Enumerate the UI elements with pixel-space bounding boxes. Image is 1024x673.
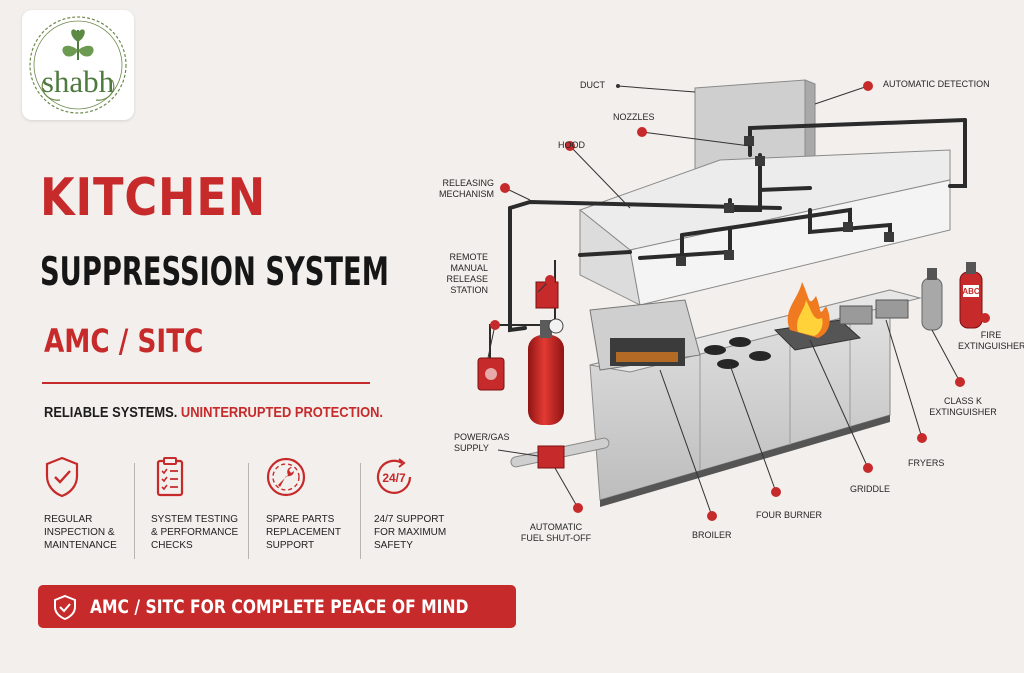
shield-check-icon <box>54 594 76 620</box>
fryers <box>839 299 909 325</box>
abc-label: ABC <box>962 287 980 296</box>
class-k-extinguisher <box>921 268 943 331</box>
label-releasing-mechanism: RELEASING MECHANISM <box>438 178 494 199</box>
feature-inspection: Regular Inspection & Maintenance <box>30 455 142 567</box>
label-class-k-extinguisher: CLASS K EXTINGUISHER <box>929 396 997 417</box>
feature-support-text: 24/7 Support For Maximum Safety <box>374 514 447 551</box>
kitchen-suppression-diagram: ABC <box>430 60 1024 620</box>
four-burner <box>704 337 771 369</box>
tagline: RELIABLE SYSTEMS. UNINTERRUPTED PROTECTI… <box>44 404 383 421</box>
label-griddle: GRIDDLE <box>850 484 891 494</box>
abc-extinguisher: ABC <box>959 262 983 329</box>
title-divider <box>42 382 370 384</box>
label-automatic-fuel-shut-off: AUTOMATIC FUEL SHUT-OFF <box>520 522 592 543</box>
label-fryers: FRYERS <box>908 458 945 468</box>
wrench-gear-icon <box>266 457 306 497</box>
duct-callout-endpoint <box>616 84 620 88</box>
kitchen-diagram-illustration: ABC <box>477 79 990 521</box>
logo: shabh <box>22 10 134 120</box>
griddle <box>773 282 862 351</box>
feature-spare-parts-text: Spare Parts Replacement Support <box>266 514 342 551</box>
feature-separator <box>248 463 249 559</box>
cta-banner-text: AMC / SITC FOR COMPLETE PEACE OF MIND <box>90 596 469 618</box>
agent-cylinder <box>528 281 564 425</box>
page-title-suppression-system: SUPPRESSION SYSTEM <box>40 250 389 295</box>
page-title-kitchen: KITCHEN <box>40 168 267 228</box>
feature-testing-text: System Testing & Performance Checks <box>151 514 239 551</box>
broiler <box>589 299 701 371</box>
callout-dots <box>490 81 990 521</box>
label-duct: DUCT <box>580 80 605 90</box>
logo-leaf-emblem <box>29 16 127 114</box>
feature-testing: System Testing & Performance Checks <box>137 455 249 567</box>
feature-separator <box>134 463 135 559</box>
label-automatic-detection: AUTOMATIC DETECTION <box>883 79 990 89</box>
features-row: Regular Inspection & Maintenance System … <box>30 455 470 567</box>
feature-separator <box>360 463 361 559</box>
label-fire-extinguisher: FIRE EXTINGUISHER <box>958 330 1024 351</box>
clock-24-7-icon: 24/7 <box>376 458 412 494</box>
cta-banner: AMC / SITC FOR COMPLETE PEACE OF MIND <box>38 585 516 628</box>
label-hood: HOOD <box>558 140 585 150</box>
tagline-part1: RELIABLE SYSTEMS. <box>44 404 181 421</box>
label-broiler: BROILER <box>692 530 732 540</box>
page-subtitle-amc-sitc: AMC / SITC <box>44 322 204 360</box>
feature-support: 24/7 24/7 Support For Maximum Safety <box>360 455 472 567</box>
clock-24-7-label: 24/7 <box>382 471 406 485</box>
clipboard-checklist-icon <box>156 457 184 497</box>
shield-check-icon <box>45 456 79 498</box>
label-four-burner: FOUR BURNER <box>756 510 823 520</box>
remote-release-station <box>477 357 505 391</box>
tagline-part2: UNINTERRUPTED PROTECTION. <box>180 404 384 421</box>
fuel-shut-off-valve <box>510 437 610 469</box>
label-remote-manual-release-station: REMOTE MANUAL RELEASE STATION <box>446 252 488 295</box>
callout-leaders <box>487 85 961 517</box>
logo-wordmark: shabh <box>41 64 115 99</box>
label-power-gas-supply: POWER/GAS SUPPLY <box>454 432 510 453</box>
label-nozzles: NOZZLES <box>613 112 655 122</box>
feature-spare-parts: Spare Parts Replacement Support <box>252 455 364 567</box>
hood <box>578 149 951 306</box>
nozzle-fittings <box>676 136 894 266</box>
feature-inspection-text: Regular Inspection & Maintenance <box>44 514 117 551</box>
